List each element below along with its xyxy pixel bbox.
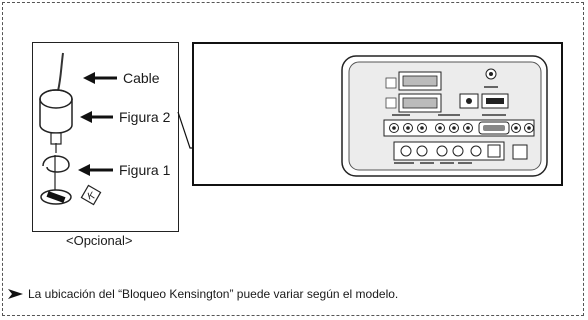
svg-text:K: K [87, 190, 97, 202]
figura-1-label: Figura 1 [119, 162, 171, 178]
kensington-location-note: La ubicación del “Bloqueo Kensington” pu… [28, 287, 399, 301]
page-frame [2, 2, 584, 316]
optional-caption: <Opcional> [66, 233, 133, 248]
figura-2-label: Figura 2 [119, 109, 171, 125]
tv-rear-panel-illustration [192, 42, 563, 186]
kensington-lock-illustration: K Cable Figura 2 Figura 1 [32, 42, 179, 232]
lock-drawing: K [39, 52, 117, 206]
cable-label: Cable [123, 70, 160, 86]
tv-connectors-drawing [341, 55, 548, 177]
pointer-arrow-icon [8, 289, 23, 299]
